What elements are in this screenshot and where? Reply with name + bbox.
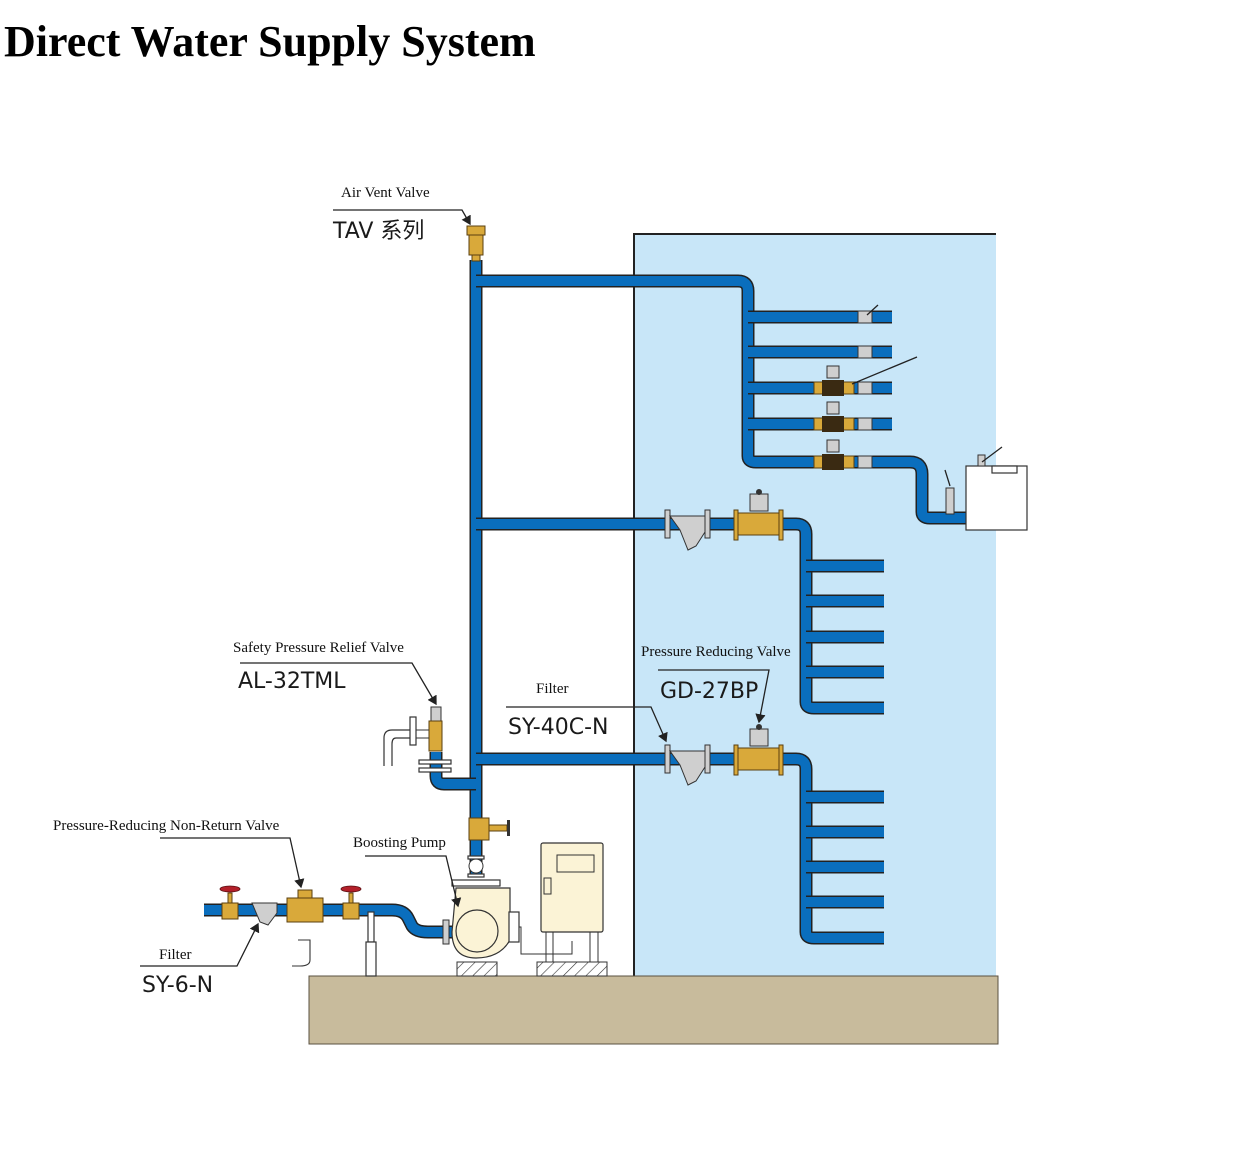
prv-model: GD-27BP xyxy=(660,679,758,704)
filter-inlet-model: SY-6-N xyxy=(142,973,213,998)
label-boosting-pump: Boosting Pump xyxy=(353,835,462,908)
filter-main-label: Filter xyxy=(536,681,569,697)
filter-prv-set-middle xyxy=(664,489,784,551)
filter-main-model: SY-40C-N xyxy=(508,715,608,740)
boosting-pump-label: Boosting Pump xyxy=(353,835,446,851)
filter-prv-set-lower xyxy=(664,724,784,786)
air-vent-label: Air Vent Valve xyxy=(341,185,430,201)
upper-floor-fittings xyxy=(813,304,918,470)
prv-label: Pressure Reducing Valve xyxy=(641,644,791,660)
label-air-vent-valve: Air Vent Valve TAV 系列 xyxy=(332,185,471,244)
label-pressure-reducing-valve: Pressure Reducing Valve GD-27BP xyxy=(641,644,791,724)
diagram-title: Direct Water Supply System xyxy=(4,17,536,66)
safety-relief-model: AL-32TML xyxy=(238,669,346,694)
inlet-assembly xyxy=(219,885,377,977)
ground xyxy=(308,975,999,1045)
label-filter-inlet: Filter SY-6-N xyxy=(140,922,260,998)
label-safety-relief-valve: Safety Pressure Relief Valve AL-32TML xyxy=(233,640,437,706)
small-pressure-reducing-valve xyxy=(813,365,855,470)
safety-relief-valve xyxy=(383,706,452,773)
safety-relief-label: Safety Pressure Relief Valve xyxy=(233,640,404,656)
air-vent-model: TAV 系列 xyxy=(332,219,424,244)
riser-valves xyxy=(467,817,510,878)
sink-cabinet xyxy=(944,446,1028,531)
pipe-network xyxy=(204,260,966,945)
air-vent-valve xyxy=(466,225,486,262)
control-cabinet xyxy=(536,842,608,977)
non-return-valve-label: Pressure-Reducing Non-Return Valve xyxy=(53,818,280,834)
boosting-pump xyxy=(442,879,573,977)
label-non-return-valve: Pressure-Reducing Non-Return Valve xyxy=(53,818,305,889)
label-filter-main: Filter SY-40C-N xyxy=(506,681,668,743)
filter-inlet-label: Filter xyxy=(159,947,192,963)
